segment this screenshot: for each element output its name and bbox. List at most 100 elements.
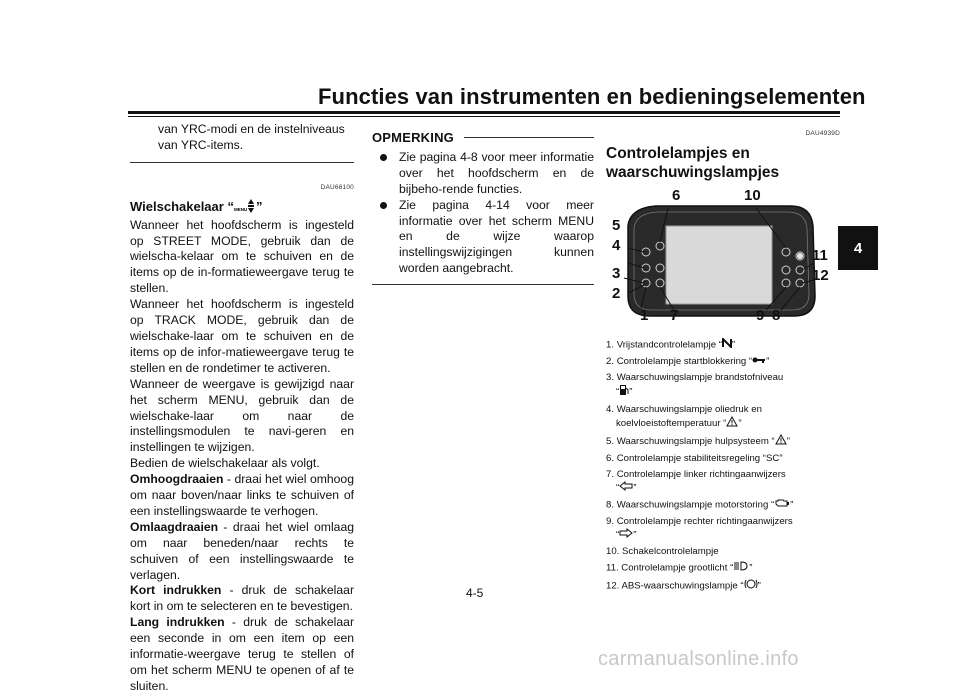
legend-item: 10. Schakelcontrolelampje bbox=[606, 545, 840, 558]
op-term: Kort indrukken bbox=[130, 583, 222, 598]
legend-text: Waarschuwingslampje oliedruk en bbox=[616, 403, 762, 415]
legend-item: 8. Waarschuwingslampje motorstoring “” bbox=[606, 498, 840, 512]
divider bbox=[130, 161, 354, 163]
watermark: carmanualsonline.info bbox=[598, 648, 799, 670]
neutral-icon bbox=[721, 336, 732, 352]
legend-text: Controlelampje linker richtingaanwijzers bbox=[616, 468, 786, 480]
legend-item: 7. Controlelampje linker richtingaanwijz… bbox=[606, 468, 840, 495]
column-1: van YRC-modi en de instelniveaus van YRC… bbox=[130, 122, 354, 695]
callout-10: 10 bbox=[744, 186, 761, 204]
paragraph-3: Wanneer de weergave is gewijzigd naar he… bbox=[130, 376, 354, 455]
heading-end: ” bbox=[255, 198, 263, 214]
note-item: Zie pagina 4-14 voor meer informatie ove… bbox=[372, 198, 594, 278]
callout-8: 8 bbox=[772, 306, 781, 324]
bullet-icon bbox=[380, 153, 387, 161]
callout-1: 1 bbox=[640, 306, 649, 324]
legend-text: Vrijstandcontrolelampje “ bbox=[616, 339, 722, 351]
note-title: OPMERKING bbox=[372, 130, 454, 145]
note-end-rule bbox=[372, 284, 594, 286]
menu-wheel-icon: MENU bbox=[234, 198, 256, 218]
op-desc: - draai het wiel omhoog om naar boven/na… bbox=[130, 472, 354, 518]
paragraph-2: Wanneer het hoofdscherm is ingesteld op … bbox=[130, 297, 354, 375]
callout-4: 4 bbox=[612, 236, 621, 254]
legend-text-wrap: koelvloeistoftemperatuur “ bbox=[616, 417, 727, 429]
heading-text: Wielschakelaar “ bbox=[130, 198, 234, 214]
legend-item: 3. Waarschuwingslampje brandstofniveau“” bbox=[606, 371, 840, 400]
heading-line-2: waarschuwingslampjes bbox=[606, 163, 780, 181]
legend-number: 10. bbox=[606, 545, 620, 557]
indicator-legend: 1. Vrijstandcontrolelampje “ ” 2. Controle… bbox=[606, 336, 840, 594]
legend-text: Waarschuwingslampje hulpsysteem “ bbox=[616, 435, 775, 447]
legend-quote: ” bbox=[738, 417, 742, 429]
section-code: DAU66100 bbox=[320, 183, 354, 191]
legend-text-wrap: “ bbox=[616, 529, 620, 541]
legend-quote: ” bbox=[731, 339, 736, 351]
legend-quote: ” bbox=[786, 435, 790, 447]
legend-quote: ” bbox=[629, 386, 633, 398]
legend-number: 8. bbox=[606, 499, 615, 511]
note-line bbox=[463, 137, 594, 139]
op-term: Lang indrukken bbox=[130, 615, 225, 630]
legend-item: 9. Controlelampje rechter richtingaanwij… bbox=[606, 515, 840, 542]
op-desc: - draai het wiel omlaag om naar beneden/… bbox=[130, 519, 354, 582]
bullet-icon bbox=[380, 201, 387, 209]
indicator-heading: Controlelampjes en waarschuwingslampjes bbox=[606, 144, 840, 182]
op-term: Omhoogdraaien bbox=[130, 472, 224, 487]
legend-number: 12. bbox=[606, 580, 620, 592]
intro-text: van YRC-modi en de instelniveaus van YRC… bbox=[130, 122, 354, 154]
legend-quote: ” bbox=[757, 580, 761, 592]
warning-triangle-icon bbox=[774, 433, 787, 449]
legend-text: Schakelcontrolelampje bbox=[622, 545, 719, 557]
engine-icon bbox=[774, 498, 790, 512]
legend-text: Waarschuwingslampje brandstofniveau bbox=[616, 371, 784, 383]
key-icon bbox=[752, 355, 766, 368]
legend-item: 12. ABS-waarschuwingslampje “ ” bbox=[606, 578, 840, 594]
page-title: Functies van instrumenten en bedieningse… bbox=[318, 84, 866, 109]
chapter-tab: 4 bbox=[838, 226, 878, 270]
legend-item: 4. Waarschuwingslampje oliedruk en koelvl… bbox=[606, 403, 840, 431]
intro-line-2: van YRC-items. bbox=[158, 137, 244, 152]
note-item: Zie pagina 4-8 voor meer informatie over… bbox=[372, 150, 594, 198]
legend-text: ABS-waarschuwingslampje “ bbox=[621, 580, 744, 592]
fuel-pump-icon bbox=[619, 384, 629, 400]
legend-number: 4. bbox=[606, 403, 615, 415]
legend-number: 6. bbox=[606, 452, 615, 464]
legend-text: Controlelampje grootlicht “ bbox=[621, 562, 734, 574]
section-code: DAU4939D bbox=[805, 130, 840, 137]
note-text: Zie pagina 4-14 voor meer informatie ove… bbox=[399, 197, 594, 276]
legend-item: 2. Controlelampje startblokkering “” bbox=[606, 355, 840, 368]
legend-text: Controlelampje stabiliteitsregeling “SC” bbox=[616, 452, 783, 464]
callout-9: 9 bbox=[756, 306, 765, 324]
paragraph-4: Bedien de wielschakelaar als volgt. bbox=[130, 456, 320, 471]
intro-line-1: van YRC-modi en de instelniveaus bbox=[158, 122, 345, 136]
callout-7: 7 bbox=[670, 306, 679, 324]
legend-text-wrap: “ bbox=[616, 482, 620, 494]
legend-number: 5. bbox=[606, 435, 615, 447]
note-header: OPMERKING bbox=[372, 130, 594, 146]
legend-number: 11. bbox=[606, 562, 619, 574]
legend-number: 9. bbox=[606, 515, 615, 527]
right-turn-arrow-icon bbox=[619, 527, 634, 542]
abs-icon bbox=[744, 578, 758, 594]
high-beam-icon bbox=[733, 561, 749, 575]
legend-number: 2. bbox=[606, 355, 615, 367]
callout-11: 11 bbox=[812, 246, 828, 264]
note-list: Zie pagina 4-8 voor meer informatie over… bbox=[372, 150, 594, 277]
legend-number: 1. bbox=[606, 339, 615, 351]
legend-text: Controlelampje rechter richtingaanwijzer… bbox=[616, 515, 793, 527]
operation-scroll-up: Omhoogdraaien - draai het wiel omhoog om… bbox=[130, 472, 354, 520]
legend-text: Waarschuwingslampje motorstoring “ bbox=[616, 499, 775, 511]
warning-triangle-icon bbox=[726, 415, 739, 431]
column-2: OPMERKING Zie pagina 4-8 voor meer infor… bbox=[372, 130, 594, 293]
dashboard-diagram: 1 2 3 4 5 6 7 8 9 10 11 12 bbox=[606, 188, 840, 328]
legend-item: 1. Vrijstandcontrolelampje “ ” bbox=[606, 336, 840, 352]
paragraph-1: Wanneer het hoofdscherm is ingesteld op … bbox=[130, 217, 354, 296]
callout-3: 3 bbox=[612, 264, 621, 282]
callout-2: 2 bbox=[612, 284, 621, 302]
legend-item: 6. Controlelampje stabiliteitsregeling “… bbox=[606, 452, 840, 465]
legend-quote: ” bbox=[749, 562, 753, 574]
note-text: Zie pagina 4-8 voor meer informatie over… bbox=[399, 149, 594, 196]
operation-short-press: Kort indrukken - druk de schakelaar kort… bbox=[130, 583, 354, 615]
wheel-switch-heading: Wielschakelaar “MENU” bbox=[130, 198, 354, 218]
legend-item: 11. Controlelampje grootlicht “ ” bbox=[606, 561, 840, 575]
